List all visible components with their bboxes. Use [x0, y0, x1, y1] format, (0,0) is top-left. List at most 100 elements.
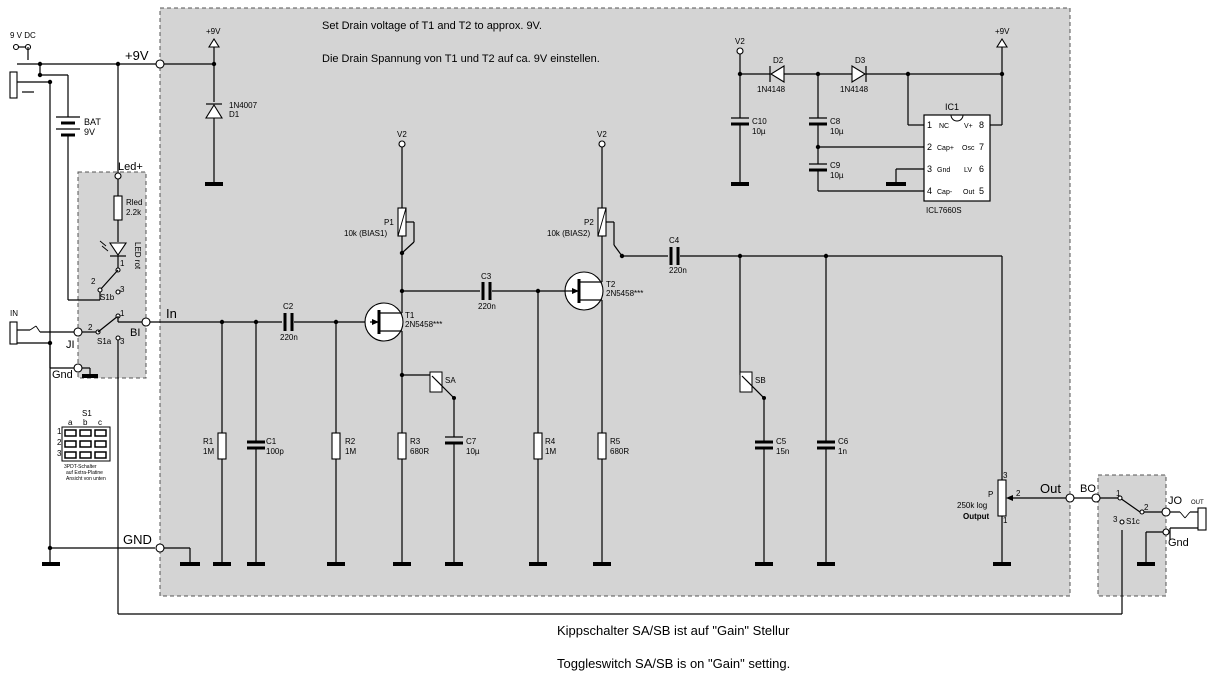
svg-text:D2: D2 — [773, 56, 784, 65]
svg-text:10µ: 10µ — [830, 171, 844, 180]
svg-text:C3: C3 — [481, 272, 492, 281]
svg-text:C9: C9 — [830, 161, 841, 170]
svg-text:1n: 1n — [838, 447, 847, 456]
svg-text:C8: C8 — [830, 117, 841, 126]
r5-resistor — [597, 432, 607, 460]
s1-footprint: S1 a b c 1 2 3 3PDT-Schalter auf Extra-P… — [57, 409, 111, 482]
svg-text:Output: Output — [963, 512, 990, 521]
svg-text:10k (BIAS2): 10k (BIAS2) — [547, 229, 590, 238]
svg-text:OUT: OUT — [1191, 500, 1204, 506]
svg-text:C5: C5 — [776, 437, 787, 446]
svg-text:1N4007: 1N4007 — [229, 101, 258, 110]
svg-text:Cap+: Cap+ — [937, 145, 954, 152]
svg-text:1N4148: 1N4148 — [840, 85, 869, 94]
svg-text:220n: 220n — [478, 302, 496, 311]
svg-text:BAT: BAT — [84, 117, 101, 127]
r2-resistor — [331, 432, 341, 460]
svg-text:C10: C10 — [752, 117, 767, 126]
svg-text:1M: 1M — [545, 447, 556, 456]
svg-text:2: 2 — [57, 438, 62, 447]
svg-text:3: 3 — [120, 337, 125, 346]
svg-text:NC: NC — [939, 123, 949, 130]
net-in: In — [166, 306, 177, 321]
svg-text:IC1: IC1 — [945, 102, 959, 112]
svg-text:R1: R1 — [203, 437, 214, 446]
svg-text:15n: 15n — [776, 447, 789, 456]
svg-text:1: 1 — [1003, 516, 1008, 525]
svg-text:C4: C4 — [669, 236, 680, 245]
svg-text:9 V DC: 9 V DC — [10, 31, 36, 40]
svg-text:8: 8 — [979, 120, 984, 130]
svg-text:C2: C2 — [283, 302, 294, 311]
svg-text:3: 3 — [120, 285, 125, 294]
svg-text:R5: R5 — [610, 437, 621, 446]
battery: BAT 9V — [56, 116, 101, 137]
svg-text:2: 2 — [88, 323, 93, 332]
svg-text:C6: C6 — [838, 437, 849, 446]
svg-text:R4: R4 — [545, 437, 556, 446]
svg-text:5: 5 — [979, 186, 984, 196]
svg-text:C7: C7 — [466, 437, 477, 446]
svg-text:BI: BI — [130, 327, 140, 339]
svg-text:1: 1 — [120, 309, 125, 318]
switch-sa[interactable] — [429, 371, 443, 393]
r4-resistor — [533, 432, 543, 460]
svg-text:V+: V+ — [964, 123, 973, 130]
svg-text:a: a — [68, 418, 73, 427]
svg-text:ICL7660S: ICL7660S — [926, 206, 962, 215]
svg-text:3: 3 — [927, 164, 932, 174]
svg-text:2: 2 — [927, 142, 932, 152]
svg-text:Ansicht von unten: Ansicht von unten — [66, 476, 106, 482]
svg-text:1N4148: 1N4148 — [757, 85, 786, 94]
svg-text:100p: 100p — [266, 447, 284, 456]
svg-text:3PDT-Schalter: 3PDT-Schalter — [64, 464, 97, 470]
svg-text:2: 2 — [1144, 503, 1149, 512]
svg-text:SB: SB — [755, 376, 766, 385]
svg-text:SA: SA — [445, 376, 456, 385]
svg-text:IN: IN — [10, 309, 18, 318]
svg-text:T1: T1 — [405, 311, 415, 320]
svg-text:9V: 9V — [84, 127, 95, 137]
svg-text:+9V: +9V — [995, 27, 1010, 36]
svg-text:250k log: 250k log — [957, 501, 987, 510]
input-switch-area — [77, 171, 147, 379]
svg-text:Out: Out — [963, 189, 974, 196]
output-switch-area — [1097, 474, 1167, 597]
svg-text:LV: LV — [964, 167, 972, 174]
svg-text:1: 1 — [927, 120, 932, 130]
svg-text:R3: R3 — [410, 437, 421, 446]
svg-text:D1: D1 — [229, 110, 240, 119]
note-drain-en: Set Drain voltage of T1 and T2 to approx… — [322, 20, 542, 32]
svg-text:10µ: 10µ — [466, 447, 480, 456]
svg-text:P2: P2 — [584, 218, 594, 227]
rled-resistor — [113, 195, 123, 221]
svg-text:7: 7 — [979, 142, 984, 152]
svg-text:6: 6 — [979, 164, 984, 174]
note-drain-de: Die Drain Spannung von T1 und T2 auf ca.… — [322, 53, 600, 65]
svg-text:+9V: +9V — [206, 27, 221, 36]
main-board-area — [159, 7, 1071, 597]
r3-resistor — [397, 432, 407, 460]
svg-text:10k (BIAS1): 10k (BIAS1) — [344, 229, 387, 238]
svg-text:LED rot: LED rot — [133, 242, 142, 270]
net-9v: +9V — [125, 48, 149, 63]
switch-sb[interactable] — [739, 371, 753, 393]
svg-text:T2: T2 — [606, 280, 616, 289]
svg-text:10µ: 10µ — [830, 127, 844, 136]
output-pot[interactable] — [997, 479, 1007, 517]
note-toggle-de: Kippschalter SA/SB ist auf "Gain" Stellu… — [557, 623, 790, 638]
svg-text:V2: V2 — [597, 130, 607, 139]
svg-text:S1: S1 — [82, 409, 92, 418]
svg-text:3: 3 — [1113, 515, 1118, 524]
svg-text:3: 3 — [57, 449, 62, 458]
net-led-plus: Led+ — [118, 161, 143, 173]
svg-text:P1: P1 — [384, 218, 394, 227]
note-toggle-en: Toggleswitch SA/SB is on "Gain" setting. — [557, 656, 790, 671]
output-jack: OUT — [1170, 500, 1207, 531]
svg-text:D3: D3 — [855, 56, 866, 65]
svg-text:Rled: Rled — [126, 198, 142, 207]
svg-text:10µ: 10µ — [752, 127, 766, 136]
svg-text:R2: R2 — [345, 437, 356, 446]
transistor-t1 — [364, 302, 404, 342]
